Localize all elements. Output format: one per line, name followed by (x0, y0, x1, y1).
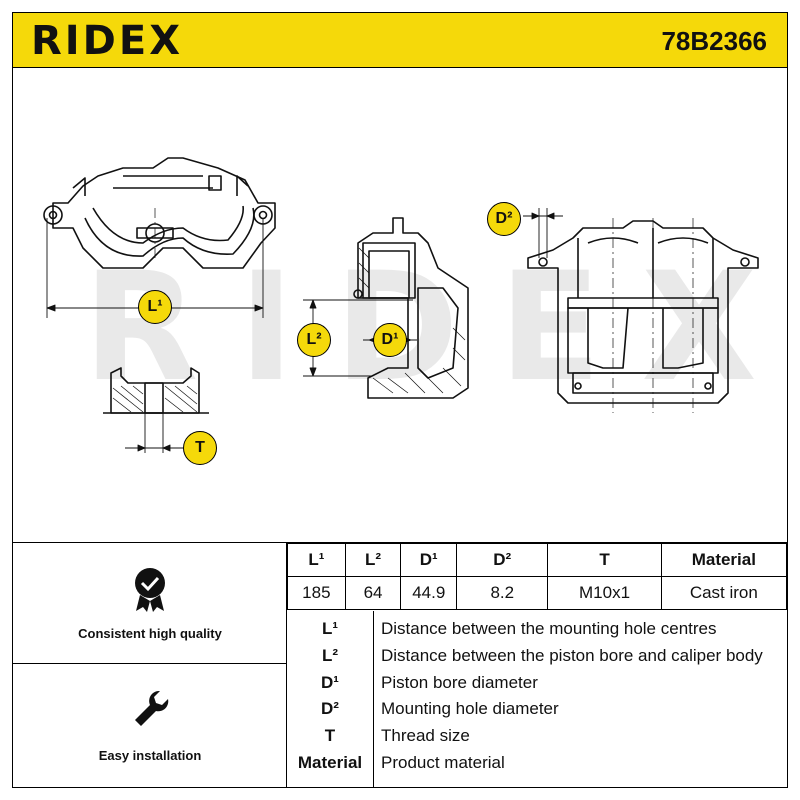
legend-item: L² Distance between the piston bore and … (287, 646, 789, 672)
watermark-logo: RIDEX (83, 241, 797, 415)
feature-divider (13, 663, 287, 664)
spec-value-material: Cast iron (660, 576, 788, 610)
badge-l2: L² (297, 323, 331, 357)
spec-table: L¹ L² D¹ D² T Material 185 64 44.9 8.2 M… (287, 543, 788, 610)
legend-item: T Thread size (287, 726, 789, 752)
caliper-top-view (527, 220, 759, 404)
legend-key: D¹ (321, 673, 339, 692)
legend-list: L¹ Distance between the mounting hole ce… (287, 611, 789, 787)
badge-l1: L¹ (138, 290, 172, 324)
quality-check-icon (135, 568, 165, 612)
technical-drawing: RIDEX (12, 68, 788, 542)
caliper-side-section (353, 217, 469, 399)
legend-desc: Piston bore diameter (381, 673, 538, 692)
caliper-drawing (43, 157, 759, 453)
legend-key: T (324, 726, 336, 745)
spec-header-t: T (547, 543, 662, 577)
legend-key: L¹ (321, 619, 339, 638)
spec-value-row: 185 64 44.9 8.2 M10x1 Cast iron (287, 576, 788, 610)
legend-desc: Distance between the piston bore and cal… (381, 646, 763, 665)
spec-value-l2: 64 (344, 576, 402, 610)
spec-header-d2: D² (456, 543, 549, 577)
badge-d2: D² (487, 202, 521, 236)
legend-key: D² (321, 699, 339, 718)
badge-t: T (183, 431, 217, 465)
legend-desc: Thread size (381, 726, 470, 745)
feature-panel: Consistent high quality Easy installatio… (13, 543, 287, 787)
legend-desc: Mounting hole diameter (381, 699, 559, 718)
feature-label-quality: Consistent high quality (78, 626, 222, 641)
wrench-icon (135, 690, 169, 726)
legend-item: D² Mounting hole diameter (287, 699, 789, 725)
legend-key: L² (321, 646, 339, 665)
caliper-front-view (43, 157, 276, 269)
spec-header-row: L¹ L² D¹ D² T Material (287, 543, 788, 577)
legend-desc: Product material (381, 753, 505, 772)
spec-header-d1: D¹ (400, 543, 458, 577)
spec-header-l2: L² (344, 543, 402, 577)
brand-logo: RIDEX (31, 18, 184, 64)
legend-item: D¹ Piston bore diameter (287, 673, 789, 699)
spec-header-l1: L¹ (287, 543, 346, 577)
legend-item: Material Product material (287, 753, 789, 779)
spec-value-d1: 44.9 (400, 576, 458, 610)
badge-d1: D¹ (373, 323, 407, 357)
thread-section-view (103, 367, 209, 414)
part-number: 78B2366 (661, 26, 767, 56)
header-bar: RIDEX 78B2366 (12, 12, 788, 68)
spec-value-t: M10x1 (547, 576, 662, 610)
feature-quality: Consistent high quality (13, 565, 287, 641)
legend-desc: Distance between the mounting hole centr… (381, 619, 717, 638)
feature-installation: Easy installation (13, 687, 287, 763)
spec-section: Consistent high quality Easy installatio… (12, 542, 788, 788)
spec-header-material: Material (660, 543, 788, 577)
legend-separator (373, 611, 374, 787)
legend-item: L¹ Distance between the mounting hole ce… (287, 619, 789, 645)
spec-value-l1: 185 (287, 576, 346, 610)
spec-value-d2: 8.2 (456, 576, 549, 610)
legend-key: Material (297, 753, 363, 772)
feature-label-installation: Easy installation (98, 748, 202, 763)
